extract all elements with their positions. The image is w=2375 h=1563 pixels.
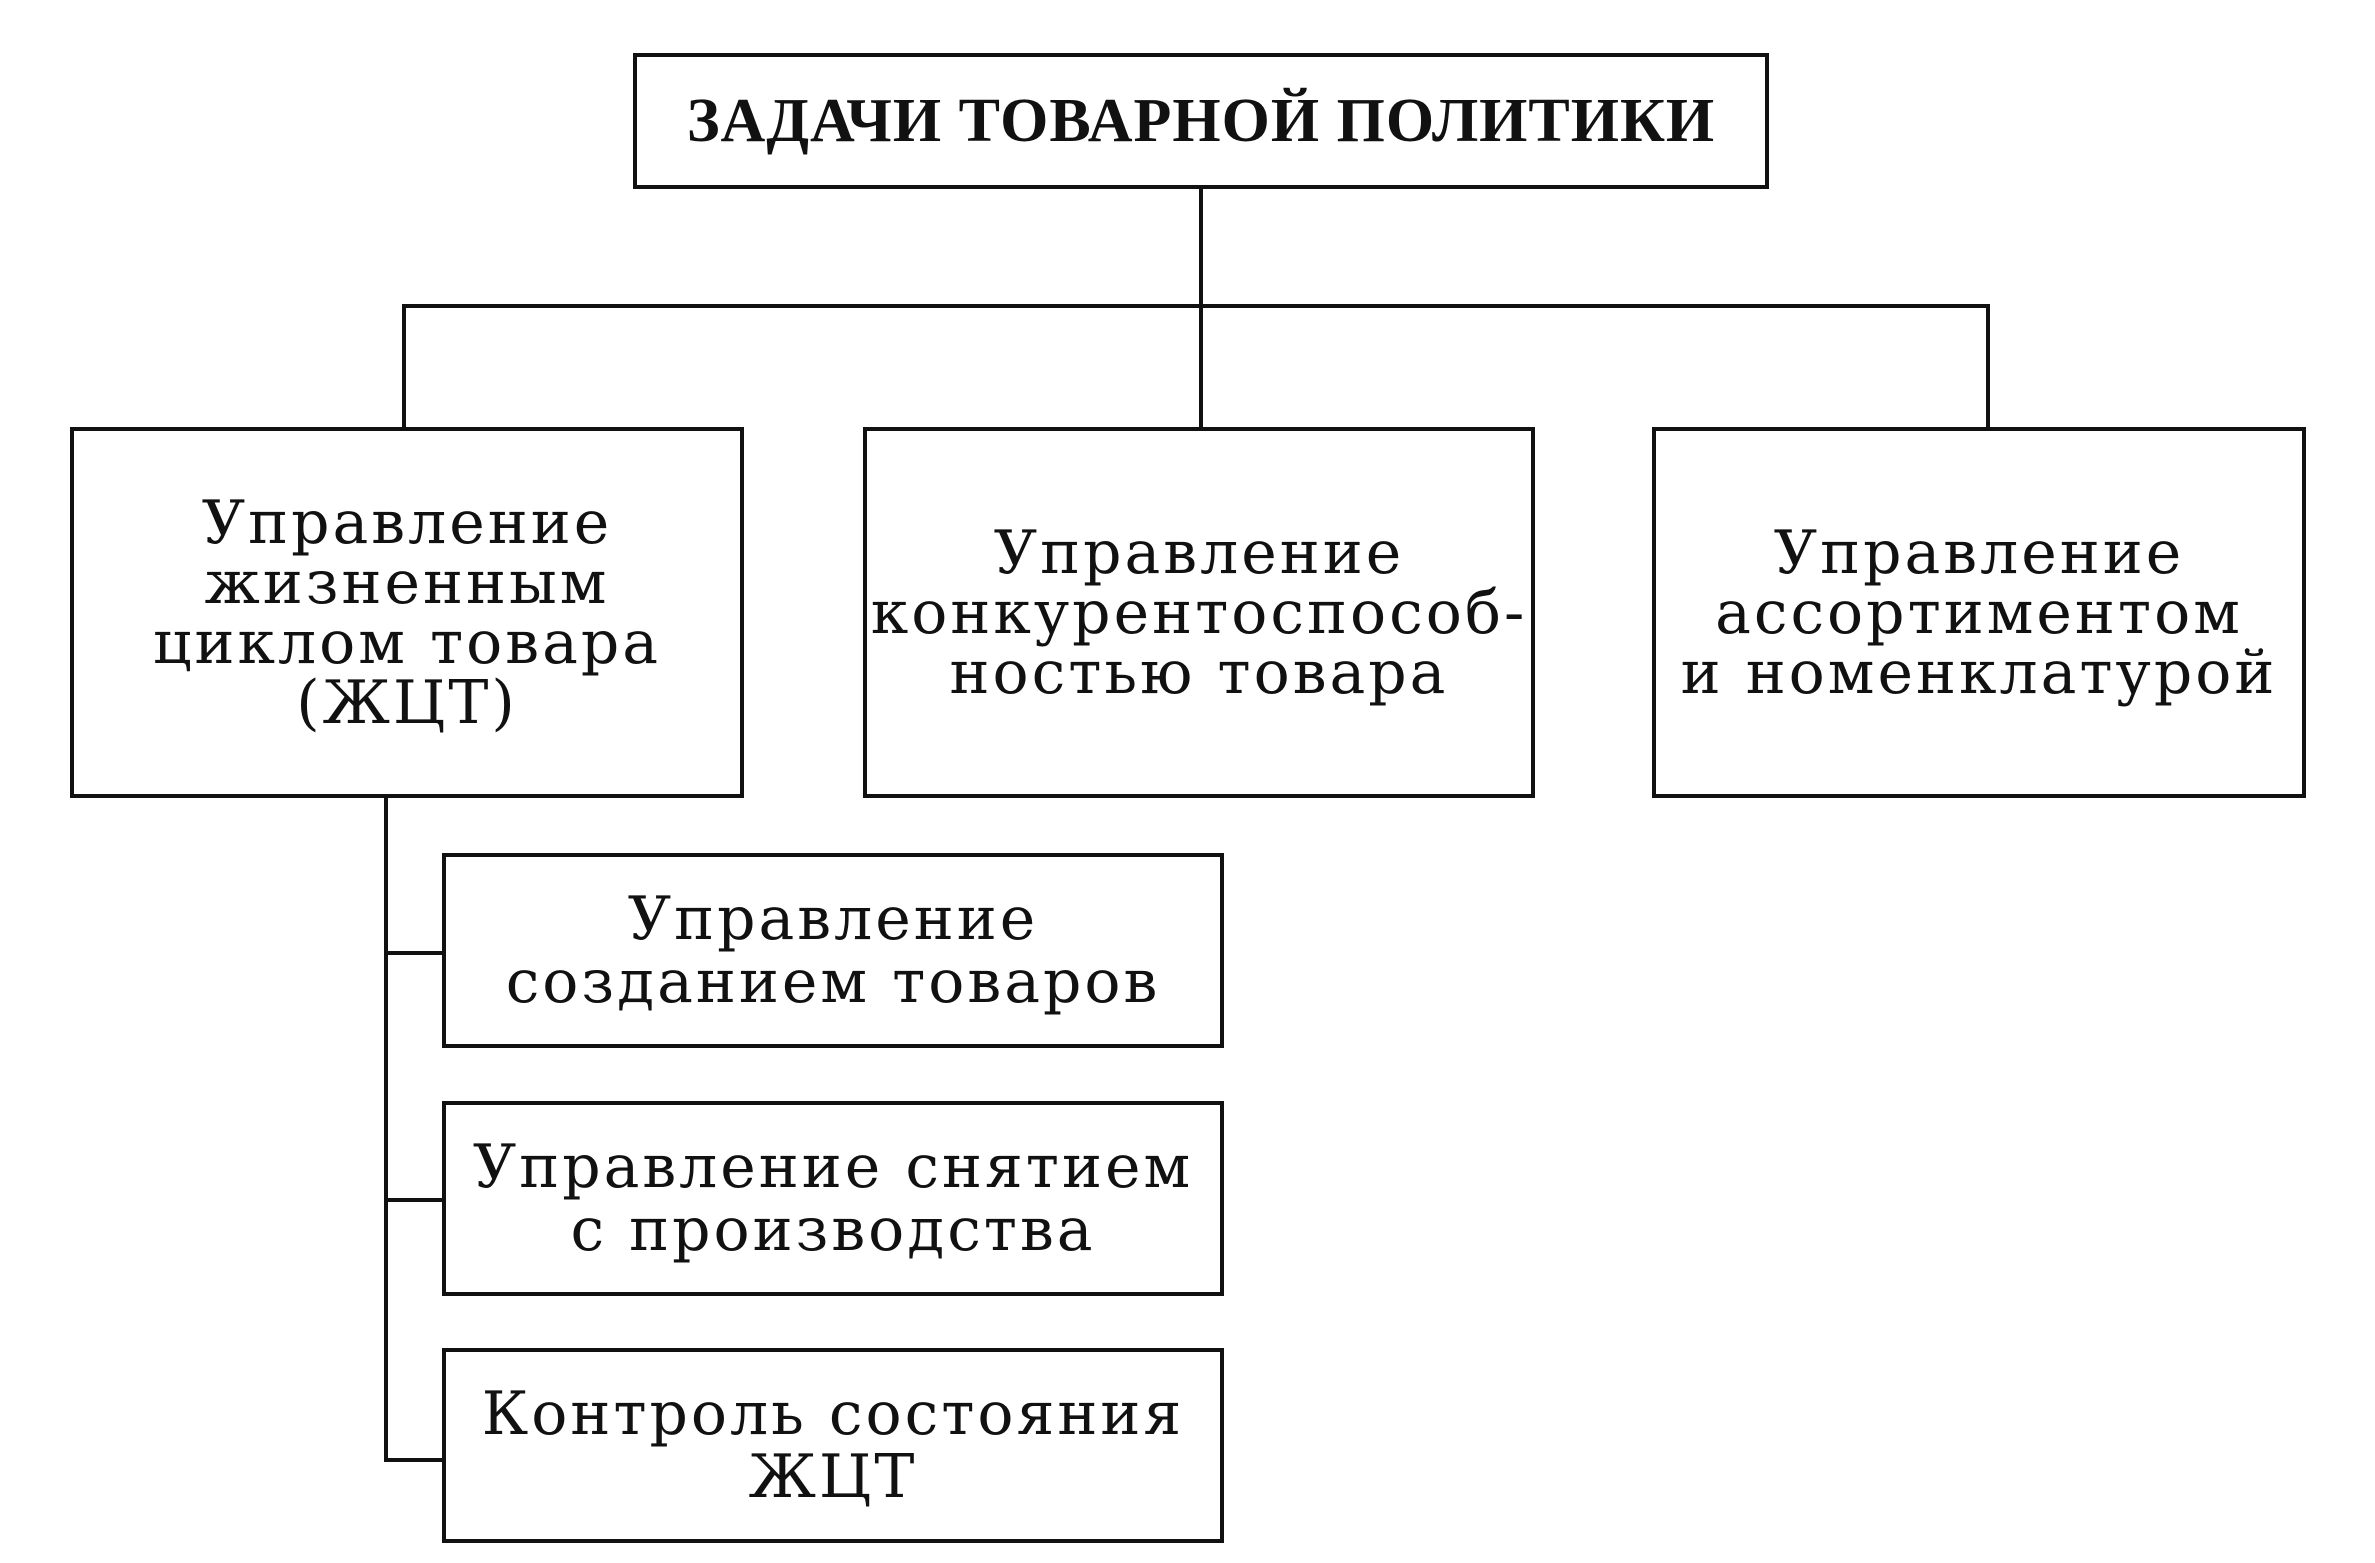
subtask-label-line: Управление снятием xyxy=(472,1131,1194,1202)
task-box-competitiveness: Управление конкурентоспособ- ностью това… xyxy=(863,427,1535,798)
root-title: ЗАДАЧИ ТОВАРНОЙ ПОЛИТИКИ xyxy=(686,87,1716,155)
subtask-label-control: Контроль состояния ЖЦТ xyxy=(481,1378,1185,1512)
subtask-box-control: Контроль состояния ЖЦТ xyxy=(442,1348,1224,1543)
subtask-box-creation: Управление созданием товаров xyxy=(442,853,1224,1048)
task-label-lifecycle: Управление жизненным циклом товара (ЖЦТ) xyxy=(153,493,661,733)
task-label-competitiveness: Управление конкурентоспособ- ностью това… xyxy=(871,523,1527,703)
task-label-line: и номенклатурой xyxy=(1680,637,2278,708)
subtask-label-withdrawal: Управление снятием с производства xyxy=(472,1131,1194,1265)
subtask-box-withdrawal: Управление снятием с производства xyxy=(442,1101,1224,1296)
task-label-line: Управление xyxy=(993,517,1405,588)
task-label-line: конкурентоспособ- xyxy=(870,577,1528,648)
task-label-line: Управление xyxy=(201,487,613,558)
task-label-assortment: Управление ассортиментом и номенклатурой xyxy=(1681,523,2278,703)
subtask-label-line: созданием товаров xyxy=(505,946,1161,1017)
task-box-lifecycle: Управление жизненным циклом товара (ЖЦТ) xyxy=(70,427,744,798)
task-label-line: жизненным xyxy=(204,547,610,618)
task-box-assortment: Управление ассортиментом и номенклатурой xyxy=(1652,427,2306,798)
task-label-line: ностью товара xyxy=(949,637,1449,708)
task-label-line: ассортиментом xyxy=(1715,577,2243,648)
task-label-line: (ЖЦТ) xyxy=(296,667,518,738)
task-label-line: Управление xyxy=(1773,517,2185,588)
subtask-label-line: ЖЦТ xyxy=(748,1441,918,1512)
root-box: ЗАДАЧИ ТОВАРНОЙ ПОЛИТИКИ xyxy=(633,53,1769,189)
subtask-label-creation: Управление созданием товаров xyxy=(505,883,1161,1017)
subtask-label-line: с производства xyxy=(570,1194,1096,1265)
task-label-line: циклом товара xyxy=(152,607,662,678)
subtask-label-line: Контроль состояния xyxy=(481,1378,1185,1449)
subtask-label-line: Управление xyxy=(627,883,1039,954)
